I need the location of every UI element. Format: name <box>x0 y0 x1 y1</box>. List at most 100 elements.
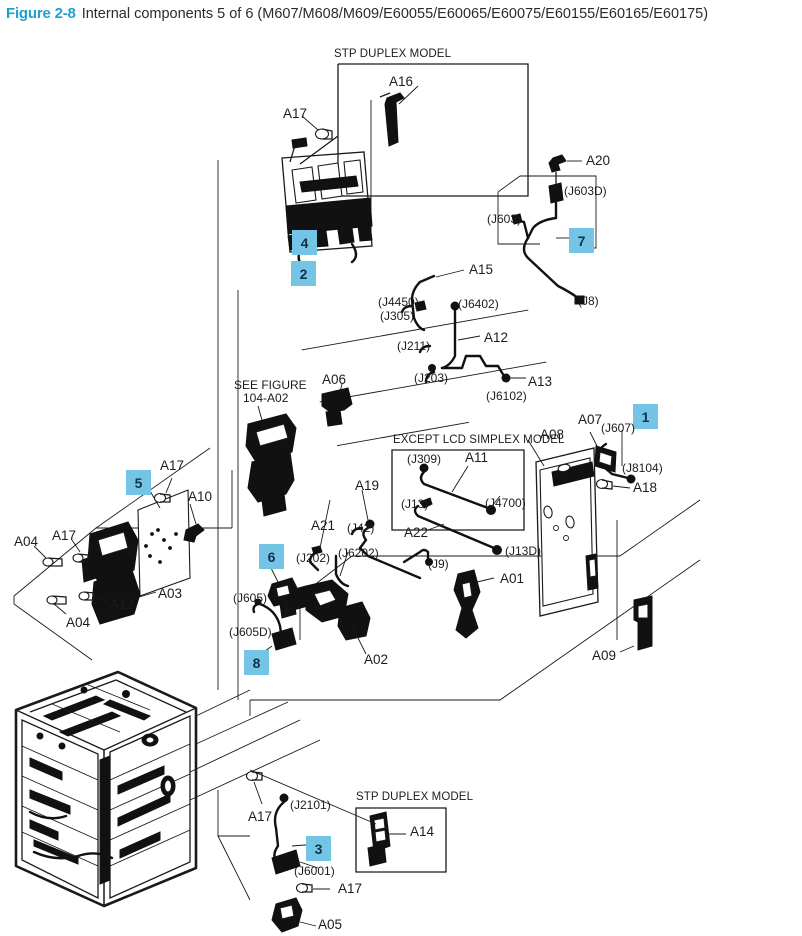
part-a01 <box>453 569 495 639</box>
label-a04-left: A04 <box>14 534 39 549</box>
callout-2[interactable]: 2 <box>291 261 316 286</box>
part-a06 <box>321 383 353 427</box>
label-j13d: (J13D) <box>505 544 542 558</box>
label-a17-left: A17 <box>52 528 77 543</box>
harness-a19 <box>350 489 422 580</box>
part-a17-top <box>301 115 333 140</box>
a14-leader <box>249 769 377 825</box>
part-a05 <box>271 897 317 933</box>
figure-caption: Figure 2-8 Internal components 5 of 6 (M6… <box>6 4 796 24</box>
label-j202: (J202) <box>296 551 331 565</box>
label-j309: (J309) <box>407 452 442 466</box>
harness-a20-j603 <box>497 154 597 305</box>
harness-a21 <box>308 499 350 588</box>
label-a17-mid: A17 <box>160 458 185 473</box>
stp-duplex-box-bottom <box>355 807 447 873</box>
label-j6001: (J6001) <box>294 864 335 878</box>
label-a06: A06 <box>322 372 347 387</box>
label-a17-bottom1: A17 <box>248 809 273 824</box>
harness-a11 <box>419 463 501 515</box>
label-j9: (J9) <box>428 557 449 571</box>
box-title-except-lcd: EXCEPT LCD SIMPLEX MODEL <box>393 434 565 446</box>
label-a15: A15 <box>469 262 494 277</box>
label-a16: A16 <box>389 74 414 89</box>
callout-8[interactable]: 8 <box>244 650 269 675</box>
part-a02 <box>283 579 371 655</box>
label-j603d: (J603D) <box>564 184 607 198</box>
label-a17-bottom2: A17 <box>338 881 363 896</box>
label-j4700: (J4700) <box>485 496 526 510</box>
label-a11: A11 <box>465 450 489 465</box>
part-a07 <box>589 431 617 473</box>
callout-5[interactable]: 5 <box>126 470 151 495</box>
part-a18 <box>595 478 631 490</box>
part-a09 <box>619 595 653 653</box>
label-j203: (J203) <box>414 371 449 385</box>
harness-a13 <box>424 354 526 384</box>
bottom-left-frame2 <box>217 835 251 901</box>
label-j2101: (J2101) <box>290 798 331 812</box>
part-a14 <box>367 811 406 867</box>
label-j6402: (J6402) <box>458 297 499 311</box>
label-j42: (J42) <box>347 521 375 535</box>
part-a08-panel <box>527 439 599 617</box>
callout-1[interactable]: 1 <box>633 404 658 429</box>
label-a14: A14 <box>410 824 435 839</box>
printer-chassis <box>14 670 198 908</box>
label-j605d: (J605D) <box>229 625 272 639</box>
label-j8104: (J8104) <box>622 461 663 475</box>
part-a04-screws <box>33 539 109 615</box>
label-a01: A01 <box>500 571 525 586</box>
bottom-left-frame <box>217 790 250 837</box>
label-a21: A21 <box>311 518 336 533</box>
harness-a22 <box>413 497 502 555</box>
label-j603: (J603) <box>487 212 522 226</box>
label-a02: A02 <box>364 652 389 667</box>
figure-number: Figure 2-8 <box>6 5 76 22</box>
label-a04-left2: A04 <box>66 615 91 630</box>
part-a10-connector <box>183 503 205 543</box>
callout-3[interactable]: 3 <box>306 836 331 861</box>
callout-4[interactable]: 4 <box>292 230 317 255</box>
callout-6[interactable]: 6 <box>259 544 284 569</box>
label-see-figure-line2: 104-A02 <box>243 391 289 405</box>
label-j6102: (J6102) <box>486 389 527 403</box>
part-see-figure <box>245 405 297 517</box>
label-j211: (J211) <box>397 339 431 353</box>
label-j607: (J607) <box>601 421 636 435</box>
assembly-upper-main <box>281 137 373 268</box>
part-a10-panel <box>137 483 191 597</box>
label-a13: A13 <box>528 374 553 389</box>
label-a05: A05 <box>318 917 343 932</box>
label-j13: (J13) <box>401 497 429 511</box>
part-callout6 <box>267 561 299 619</box>
harness-j2101-j6001 <box>271 793 319 875</box>
part-a17-screw-5 <box>153 477 173 504</box>
label-a03: A03 <box>158 586 183 601</box>
figure-caption-text: Internal components 5 of 6 (M607/M608/M6… <box>81 6 709 22</box>
label-a20: A20 <box>586 153 611 168</box>
callout-7[interactable]: 7 <box>569 228 594 253</box>
label-j605: (J605) <box>233 591 268 605</box>
harness-a15 <box>400 269 465 332</box>
harness-j605 <box>252 598 297 657</box>
box-title-stp-duplex-top: STP DUPLEX MODEL <box>334 48 452 60</box>
label-j6202: (J6202) <box>338 546 379 560</box>
except-lcd-box <box>391 449 525 531</box>
label-j305: (J305) <box>380 309 415 323</box>
label-a19: A19 <box>355 478 380 493</box>
label-a12: A12 <box>484 330 509 345</box>
label-a09: A09 <box>592 648 617 663</box>
label-a08: A08 <box>540 427 565 442</box>
label-j4450: (J4450) <box>378 295 419 309</box>
harness-j9 <box>402 548 433 566</box>
part-a17-bottom1 <box>245 770 263 805</box>
printer-leaders <box>189 689 321 801</box>
box-title-stp-duplex-bottom: STP DUPLEX MODEL <box>356 791 474 803</box>
part-a16 <box>379 85 419 147</box>
label-a18: A18 <box>633 480 658 495</box>
part-a03 <box>81 521 157 625</box>
part-a17-bottom2 <box>295 882 330 894</box>
